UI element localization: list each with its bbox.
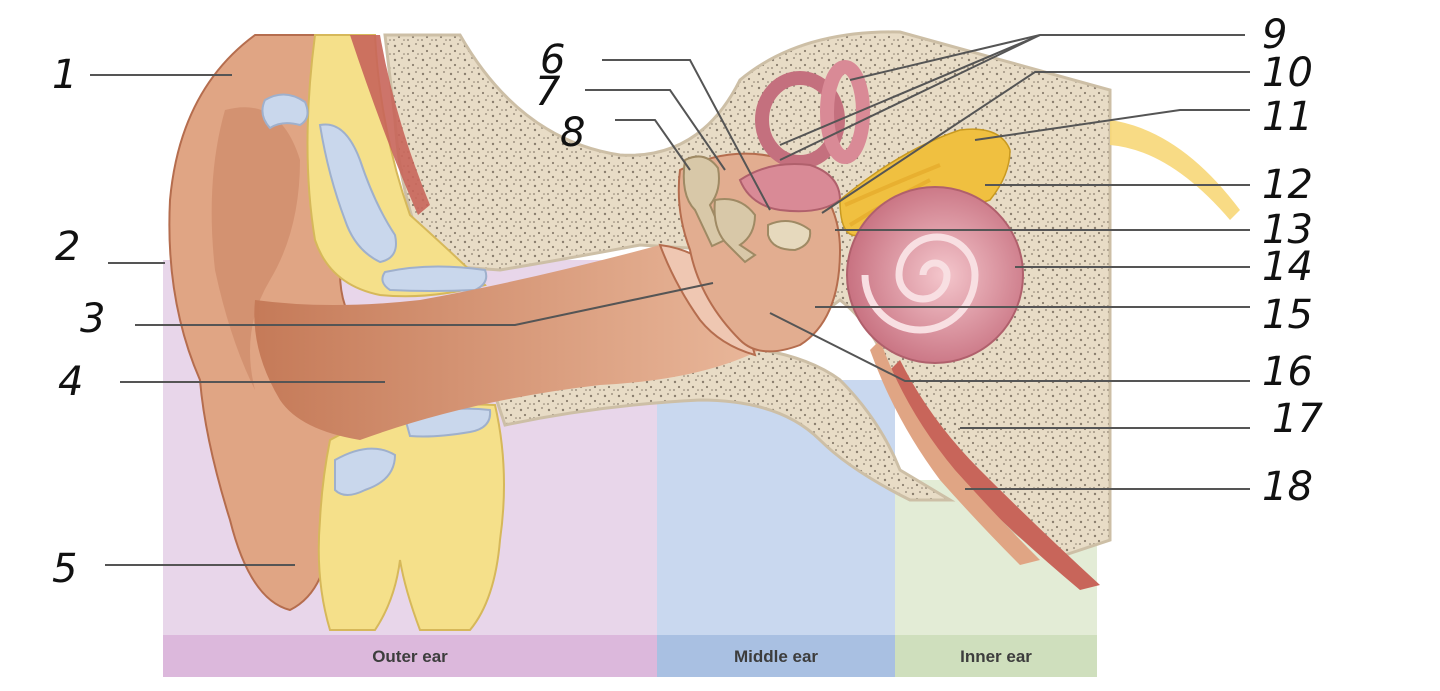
auditory-tube (890, 360, 1100, 590)
marker-11: 11 (1262, 94, 1313, 140)
marker-10: 10 (1262, 50, 1313, 96)
muscle-upper (350, 35, 430, 215)
marker-3: 3 (80, 296, 105, 342)
marker-12: 12 (1262, 162, 1313, 208)
marker-6: 6 (540, 37, 565, 83)
auricle-fold (211, 107, 300, 390)
nerve-branch (1110, 120, 1240, 220)
marker-16: 16 (1262, 349, 1313, 395)
region-bar-inner (895, 635, 1097, 677)
cartilage-tragus (261, 93, 309, 130)
cartilage-upper (318, 123, 397, 264)
marker-17: 17 (1272, 396, 1323, 442)
incus (713, 198, 757, 264)
cartilage-lower (334, 447, 397, 496)
cartilage-canal (381, 265, 488, 292)
region-bar-middle (657, 635, 895, 677)
marker-9: 9 (1262, 12, 1287, 58)
ear-canal (254, 245, 760, 440)
marker-18: 18 (1262, 464, 1313, 510)
malleus (682, 155, 727, 248)
marker-2: 2 (55, 224, 80, 270)
leader-lines (90, 34, 1250, 566)
region-label-middle: Middle ear (734, 647, 818, 666)
semicircular-canal-2 (820, 60, 870, 164)
marker-14: 14 (1262, 244, 1313, 290)
marker-13: 13 (1262, 207, 1313, 253)
marker-5: 5 (52, 546, 77, 592)
marker-1: 1 (52, 52, 77, 98)
fat-lower (317, 403, 505, 631)
stapes (767, 220, 812, 252)
cochlea-spiral (861, 233, 979, 334)
marker-numbers: 1 2 3 4 5 6 7 8 9 10 11 12 13 14 15 16 1… (52, 12, 1323, 592)
marker-7: 7 (535, 69, 561, 115)
cochlea (846, 186, 1024, 364)
marker-8: 8 (560, 110, 585, 156)
region-label-inner: Inner ear (960, 647, 1032, 666)
region-bar-outer (163, 635, 657, 677)
marker-15: 15 (1262, 292, 1313, 338)
marker-4: 4 (58, 359, 83, 405)
region-label-outer: Outer ear (372, 647, 448, 666)
auditory-tube-lumen (870, 340, 1040, 565)
